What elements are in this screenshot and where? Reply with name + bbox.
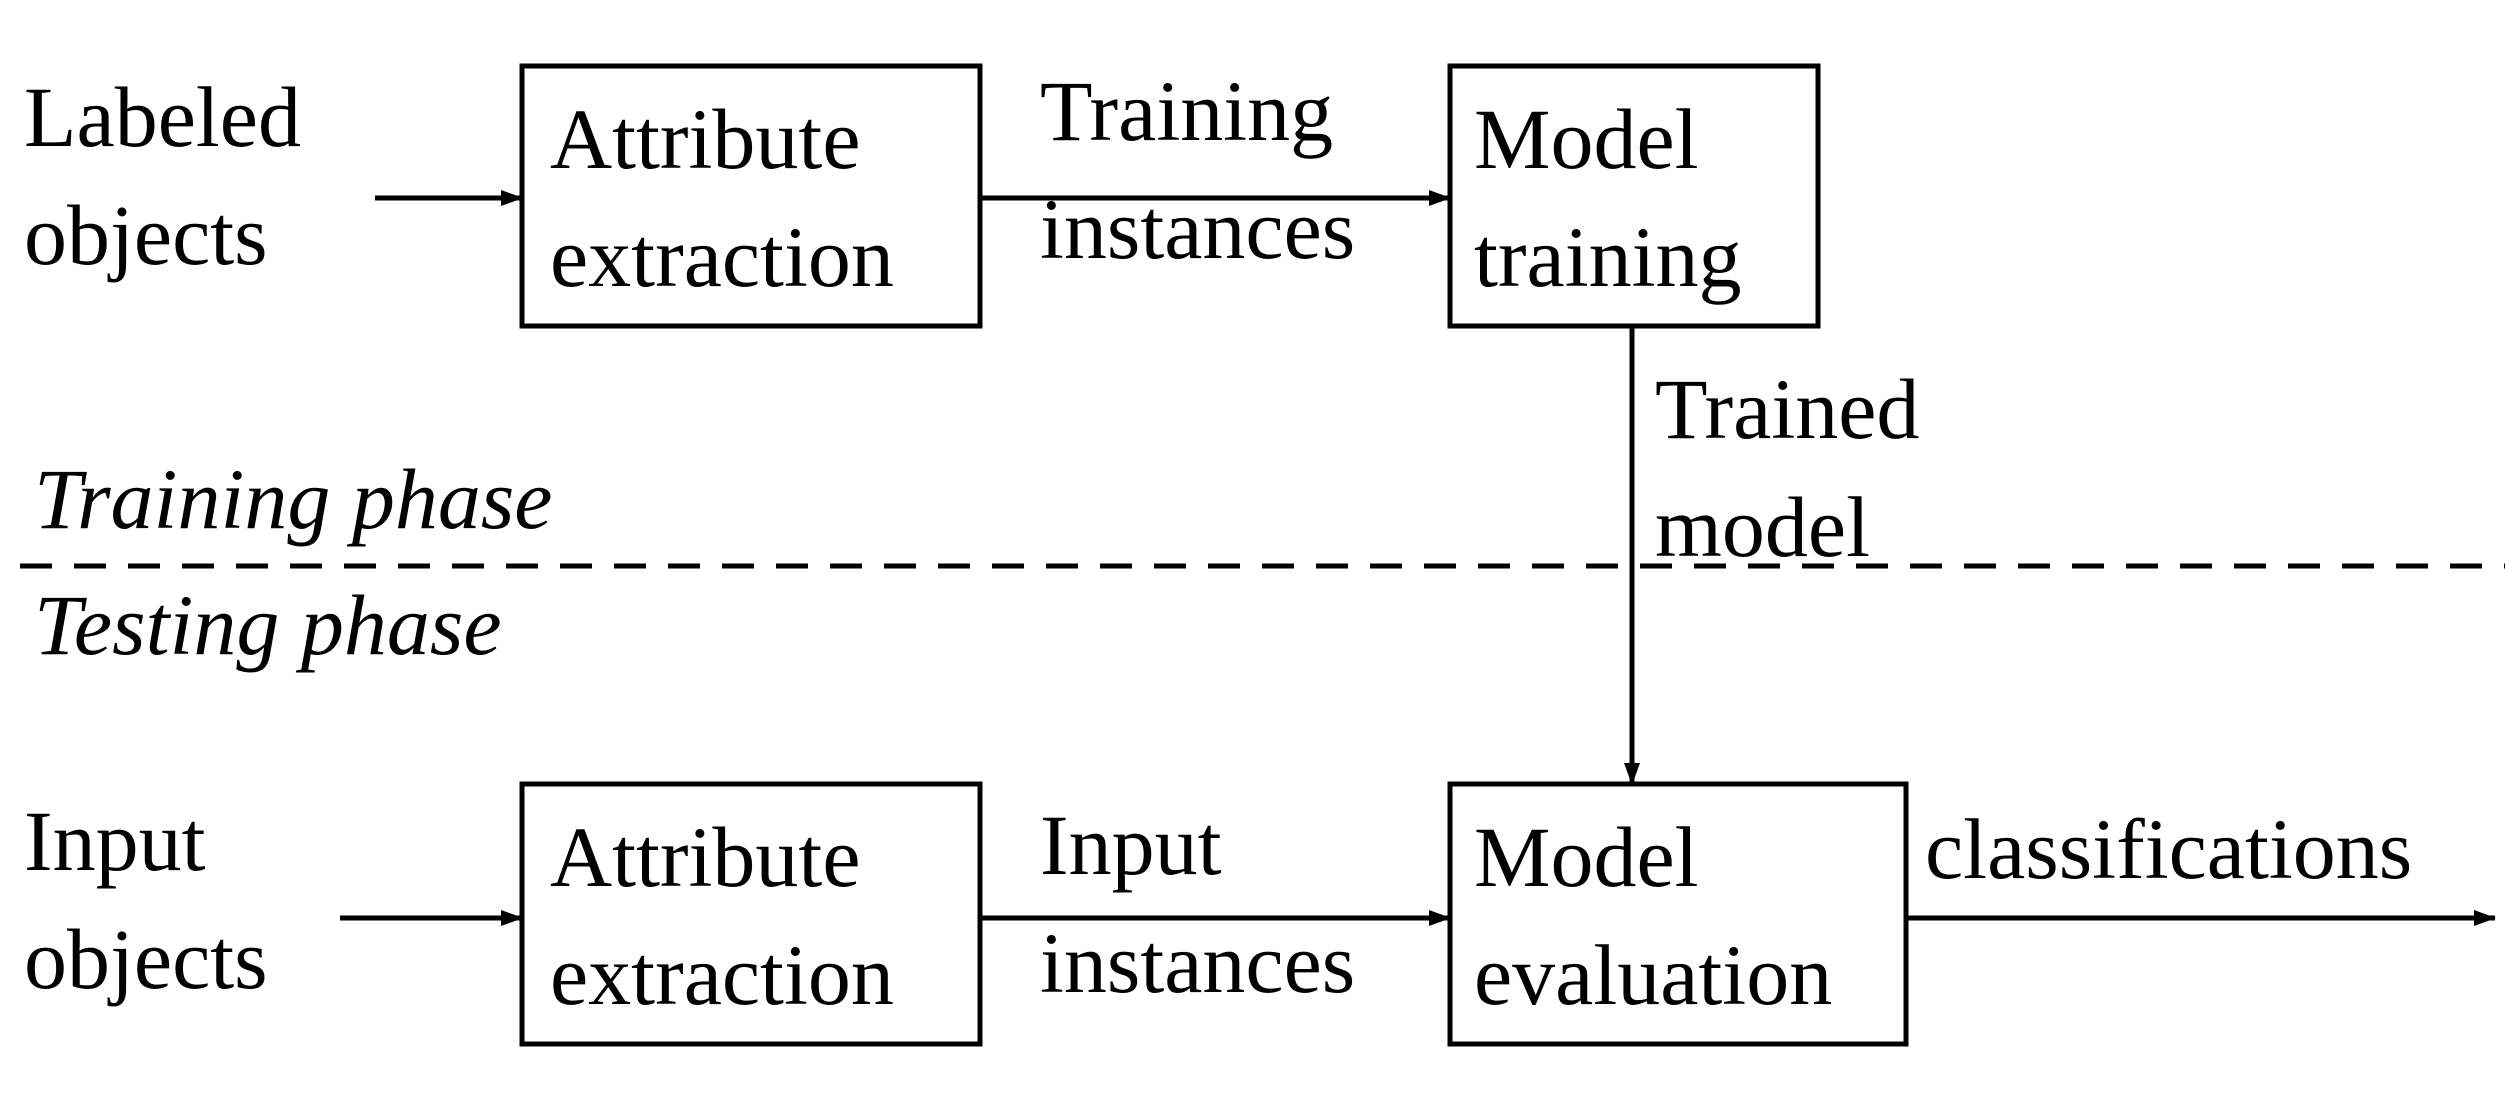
labeled-objects-label: Labeled objects — [24, 69, 301, 283]
model-training-box — [1447, 63, 1821, 329]
attribute-extraction-top-label: Attribute extraction — [550, 91, 894, 305]
attribute-extraction-bottom-box — [519, 781, 983, 1047]
input-instances-label: Input instances — [1040, 797, 1356, 1011]
input-objects-label: Input objects — [24, 793, 268, 1007]
model-training-label: Model training — [1474, 91, 1742, 305]
trained-model-label: Trained model — [1655, 361, 1920, 575]
attribute-extraction-bottom-label: Attribute extraction — [550, 809, 894, 1023]
model-evaluation-box — [1447, 781, 1909, 1047]
training-phase-label: Training phase — [34, 451, 553, 547]
model-evaluation-label: Model evaluation — [1474, 809, 1833, 1023]
attribute-extraction-top-box — [519, 63, 983, 329]
training-instances-label: Training instances — [1040, 63, 1356, 277]
testing-phase-label: Testing phase — [34, 577, 502, 673]
classifications-label: classifications — [1925, 801, 2413, 897]
